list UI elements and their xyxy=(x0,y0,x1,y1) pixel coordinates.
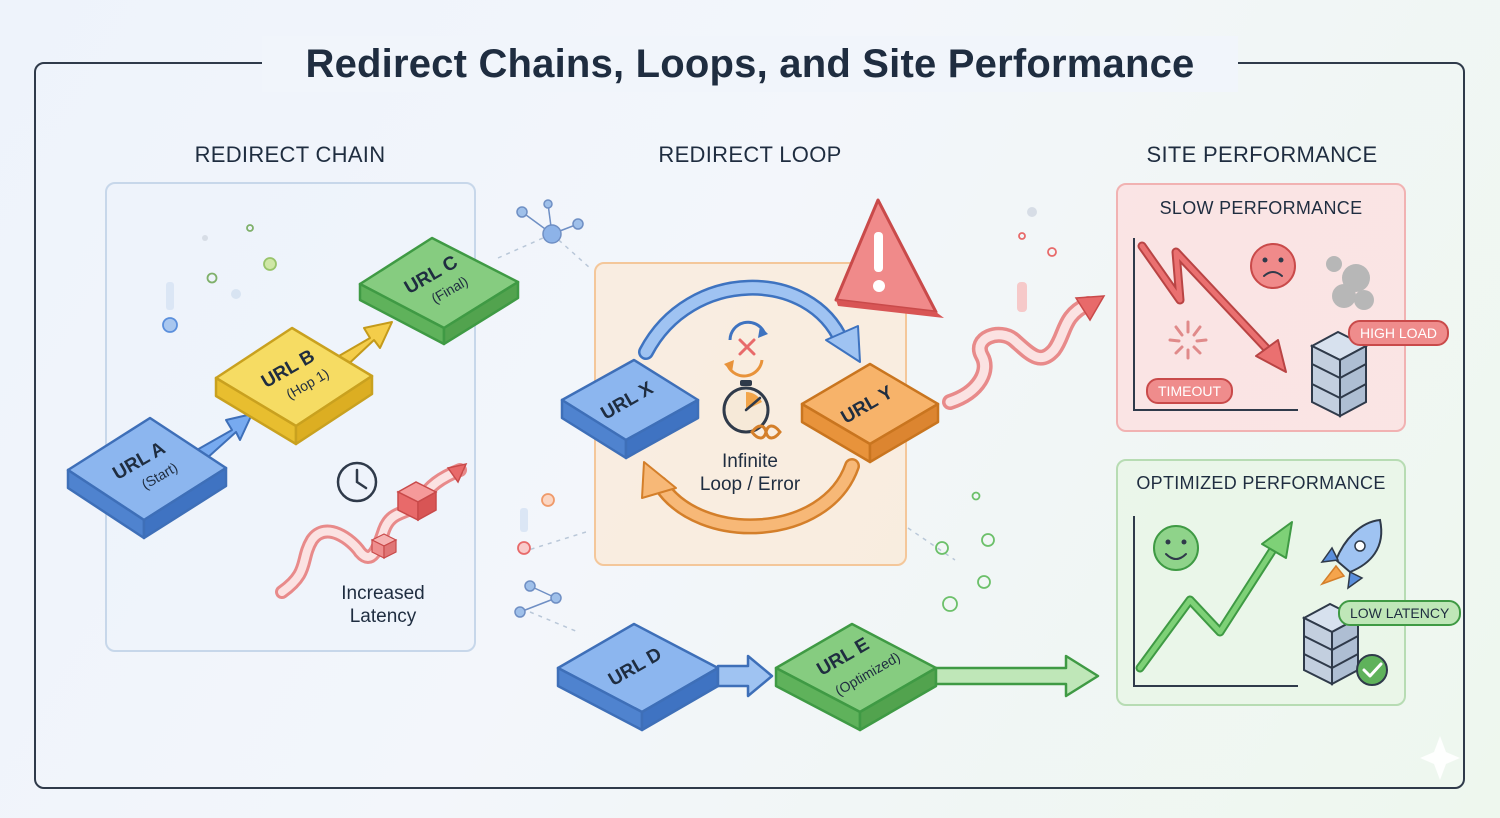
optimized-arrow-e-to-performance xyxy=(934,654,1100,698)
latency-label-line1: Increased xyxy=(341,583,425,604)
loop-error-label-line2: Loop / Error xyxy=(699,474,801,495)
url-c-node xyxy=(358,236,520,346)
slow-trend-arrow xyxy=(1137,241,1287,373)
latency-label-line2: Latency xyxy=(349,606,417,627)
url-x-node xyxy=(560,358,700,460)
url-b-node xyxy=(214,326,374,446)
rocket-icon xyxy=(1319,518,1383,590)
url-y-node xyxy=(800,362,940,464)
check-circle-icon xyxy=(1356,654,1388,686)
network-node-icon-small xyxy=(514,580,562,618)
warning-icon xyxy=(834,198,944,318)
latency-label: Increased Latency xyxy=(318,582,448,628)
sad-face-icon xyxy=(1250,243,1296,289)
happy-face-icon xyxy=(1153,525,1199,571)
section-label-redirect-chain: REDIRECT CHAIN xyxy=(194,142,386,167)
latency-block-icon xyxy=(370,481,438,559)
smoke-cloud-icon xyxy=(1326,256,1374,310)
stopwatch-infinity-icon xyxy=(722,380,782,440)
loop-arrow-bottom xyxy=(641,458,860,535)
low-latency-badge: LOW LATENCY xyxy=(1338,600,1462,626)
optimized-trend-arrow xyxy=(1135,521,1293,673)
title-container: Redirect Chains, Loops, and Site Perform… xyxy=(262,36,1238,92)
section-label-redirect-loop: REDIRECT LOOP xyxy=(658,142,842,167)
url-e-node xyxy=(774,622,938,732)
section-label-site-performance: SITE PERFORMANCE xyxy=(1146,142,1378,167)
loop-error-label: Infinite Loop / Error xyxy=(680,450,820,496)
slow-performance-title: SLOW PERFORMANCE xyxy=(1159,198,1363,218)
loop-error-label-line1: Infinite xyxy=(722,451,778,472)
refresh-error-icon xyxy=(724,320,768,378)
optimized-performance-title: OPTIMIZED PERFORMANCE xyxy=(1136,473,1386,493)
slow-chart-axes xyxy=(1133,238,1298,411)
optimized-chart-axes xyxy=(1133,516,1298,687)
loop-arrow-top xyxy=(638,279,861,363)
page-title: Redirect Chains, Loops, and Site Perform… xyxy=(305,42,1195,86)
network-node-icon xyxy=(516,199,584,244)
loading-spinner-icon xyxy=(1168,320,1208,360)
url-a-node xyxy=(66,416,228,540)
sparkle-icon xyxy=(1420,736,1460,780)
timeout-badge: TIMEOUT xyxy=(1146,378,1233,404)
dashed-connectors xyxy=(497,233,956,633)
decorative-dots xyxy=(162,207,1057,612)
high-load-badge: HIGH LOAD xyxy=(1348,320,1450,346)
server-stack-icon-overloaded xyxy=(1309,330,1369,418)
slow-path-road-icon xyxy=(942,295,1106,410)
optimized-arrow-d-to-e xyxy=(716,654,774,698)
clock-icon xyxy=(336,461,378,503)
